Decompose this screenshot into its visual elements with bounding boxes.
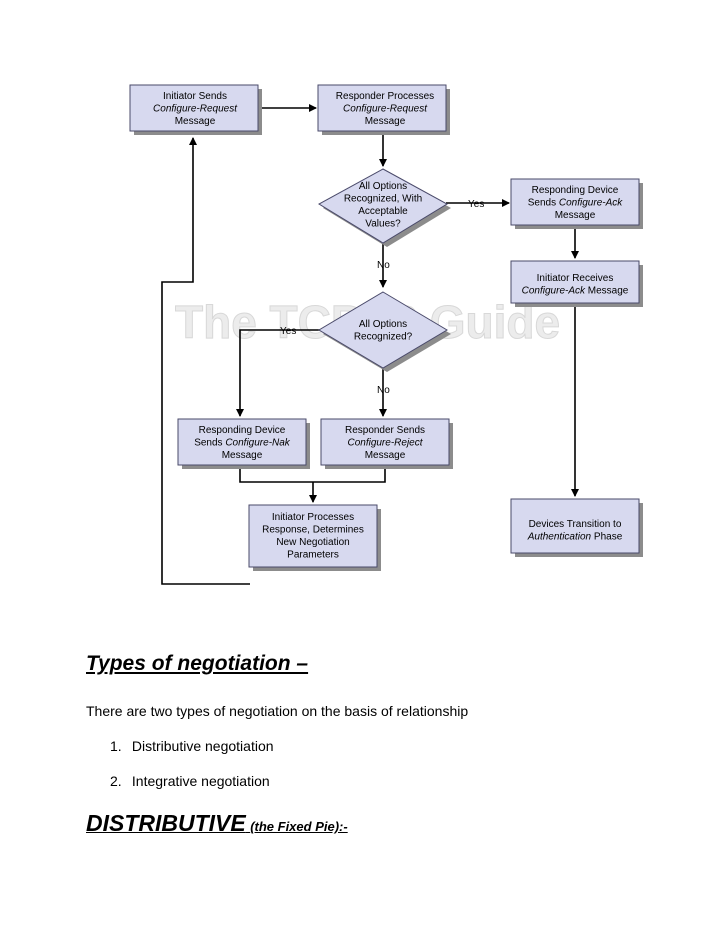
node-text-line: All Options: [359, 181, 407, 192]
node-text-line: Response, Determines: [262, 525, 364, 536]
node-text-line: Values?: [365, 219, 401, 230]
node-text-line: Message: [175, 116, 216, 127]
node-text-line: Configure-Request: [343, 104, 428, 115]
edge-label-yes: Yes: [280, 326, 296, 337]
node-text-line: Sends Configure-Ack: [528, 198, 624, 209]
ppp-negotiation-flowchart: The TCP/IP Guide Yes No Yes No Initiator…: [129, 84, 643, 585]
node-text-line: Responder Sends: [345, 425, 425, 436]
negotiation-types-list: 1. Distributive negotiation 2. Integrati…: [110, 738, 274, 808]
edge-label-no: No: [377, 260, 390, 271]
node-text-line: Responding Device: [532, 185, 619, 196]
list-item-number: 2.: [110, 773, 122, 789]
node-text-line: Configure-Reject: [347, 438, 423, 449]
node-text-line: Responder Processes: [336, 91, 434, 102]
list-item-text: Integrative negotiation: [131, 773, 270, 789]
heading-distributive: DISTRIBUTIVE (the Fixed Pie):-: [86, 810, 348, 837]
node-text-line: Configure-Ack Message: [522, 286, 629, 297]
list-item-text: Distributive negotiation: [131, 738, 274, 754]
node-text-line: Acceptable: [358, 206, 408, 217]
edge-label-no: No: [377, 385, 390, 396]
connector-loop-back: [161, 137, 250, 585]
connector-merge: [239, 467, 386, 483]
node-text-line: Parameters: [287, 550, 339, 561]
node-text-line: Recognized, With: [344, 194, 422, 205]
node-text-line: Initiator Processes: [272, 512, 354, 523]
list-item: 2. Integrative negotiation: [110, 773, 274, 808]
node-text-line: Authentication Phase: [527, 532, 623, 543]
box-devices-transition-authentication: Devices Transition to Authentication Phas…: [510, 498, 643, 557]
node-text-line: Sends Configure-Nak: [194, 438, 291, 449]
list-item-number: 1.: [110, 738, 122, 754]
list-item: 1. Distributive negotiation: [110, 738, 274, 773]
node-text-line: Message: [222, 450, 263, 461]
node-text-line: Devices Transition to: [529, 519, 622, 530]
flow-connectors: [161, 104, 579, 585]
node-text-line: Recognized?: [354, 332, 413, 343]
connector-recognized-yes: [236, 329, 322, 417]
node-text-line: New Negotiation: [276, 537, 349, 548]
box-responder-processes-request: Responder ProcessesConfigure-RequestMess…: [317, 84, 450, 135]
intro-paragraph: There are two types of negotiation on th…: [86, 703, 469, 719]
node-text-line: Initiator Receives: [537, 273, 614, 284]
heading-distributive-sub: (the Fixed Pie):-: [250, 819, 348, 834]
node-text-line: Message: [365, 116, 406, 127]
heading-distributive-main: DISTRIBUTIVE: [86, 810, 246, 836]
heading-types-of-negotiation: Types of negotiation –: [86, 652, 309, 675]
node-text-line: All Options: [359, 319, 407, 330]
node-text-line: Initiator Sends: [163, 91, 227, 102]
node-text-line: Responding Device: [199, 425, 286, 436]
node-text-line: Message: [555, 210, 596, 221]
node-text-line: Configure-Request: [153, 104, 238, 115]
edge-label-yes: Yes: [468, 199, 484, 210]
node-text-line: Message: [365, 450, 406, 461]
